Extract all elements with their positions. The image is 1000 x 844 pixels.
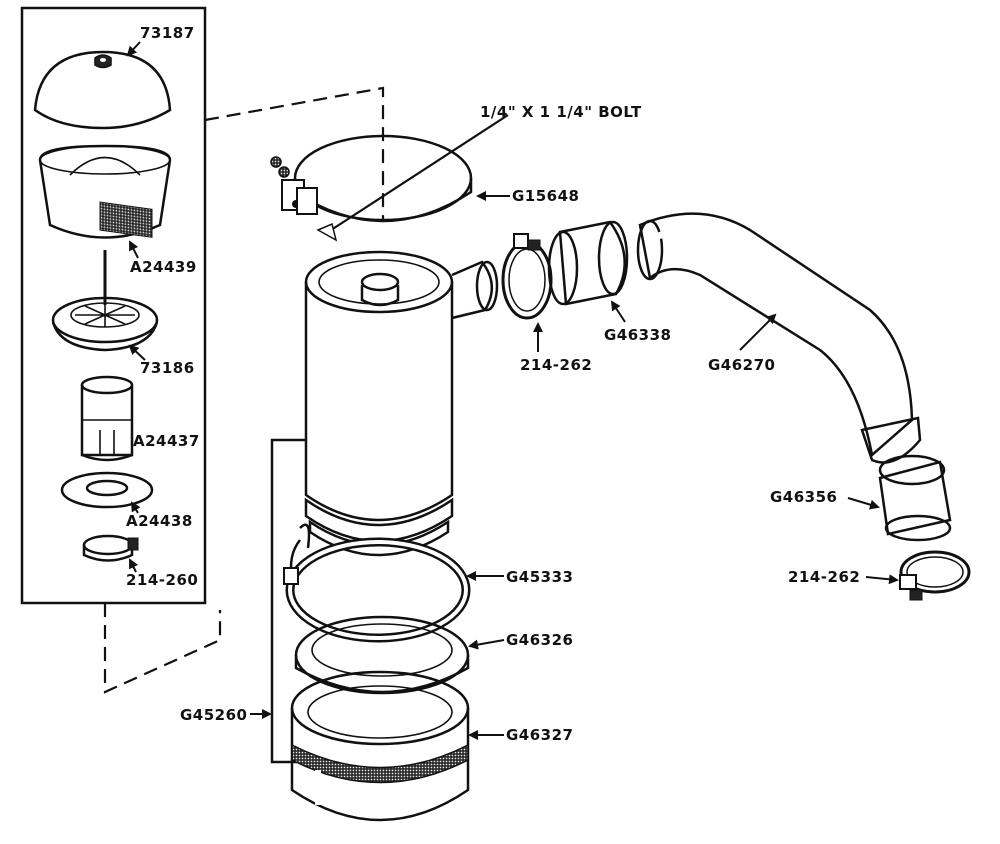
assembly-G45260-label: G45260: [180, 706, 248, 724]
hose-G46338-label: G46338: [604, 326, 672, 344]
elbow-pipe-G46270-part: [636, 212, 922, 464]
hose-clamp-upper-part: [501, 233, 553, 320]
air-cleaner-housing-part: [304, 250, 499, 557]
inset-leader-bottom: [103, 603, 222, 694]
bolt-label: 1/4" X 1 1/4" BOLT: [480, 103, 642, 121]
cup-gasket-G46326-part: [294, 615, 470, 695]
baffle-73186-label: 73186: [140, 359, 195, 377]
cap-73187-part: [33, 50, 172, 130]
oil-cup-G46327-part: [290, 670, 470, 822]
sleeve-A24437-part: [80, 375, 134, 462]
gasket-A24438-label: A24438: [126, 512, 193, 530]
sleeve-A24437-label: A24437: [133, 432, 200, 450]
band-clamp-G15648-part: [270, 134, 473, 223]
cup-clamp-G45333-part: [283, 523, 471, 643]
assembly-bracket: [270, 438, 306, 764]
hose-clamp-lower-part: [899, 550, 971, 601]
inset-panel-frame: [20, 6, 207, 605]
bowl-A24439-label: A24439: [130, 258, 197, 276]
gasket-A24438-part: [60, 471, 154, 509]
small-clamp-214-260-part: [82, 534, 139, 562]
cup-gasket-G46326-label: G46326: [506, 631, 574, 649]
cap-73187-label: 73187: [140, 24, 195, 42]
band-clamp-G15648-label: G15648: [512, 187, 580, 205]
cup-clamp-G45333-label: G45333: [506, 568, 574, 586]
oil-cup-G46327-label: G46327: [506, 726, 574, 744]
hose-G46356-label: G46356: [770, 488, 838, 506]
hose-clamp-upper-label: 214-262: [520, 356, 592, 374]
hose-clamp-lower-label: 214-262: [788, 568, 860, 586]
hose-G46356-part: [878, 454, 952, 542]
elbow-pipe-G46270-label: G46270: [708, 356, 776, 374]
baffle-73186-part: [51, 296, 159, 352]
inset-leader-top: [204, 86, 385, 220]
hose-G46338-part: [547, 220, 629, 306]
small-clamp-214-260-label: 214-260: [126, 571, 198, 589]
bolt-part: [327, 114, 509, 233]
bowl-A24439-part: [38, 144, 172, 239]
